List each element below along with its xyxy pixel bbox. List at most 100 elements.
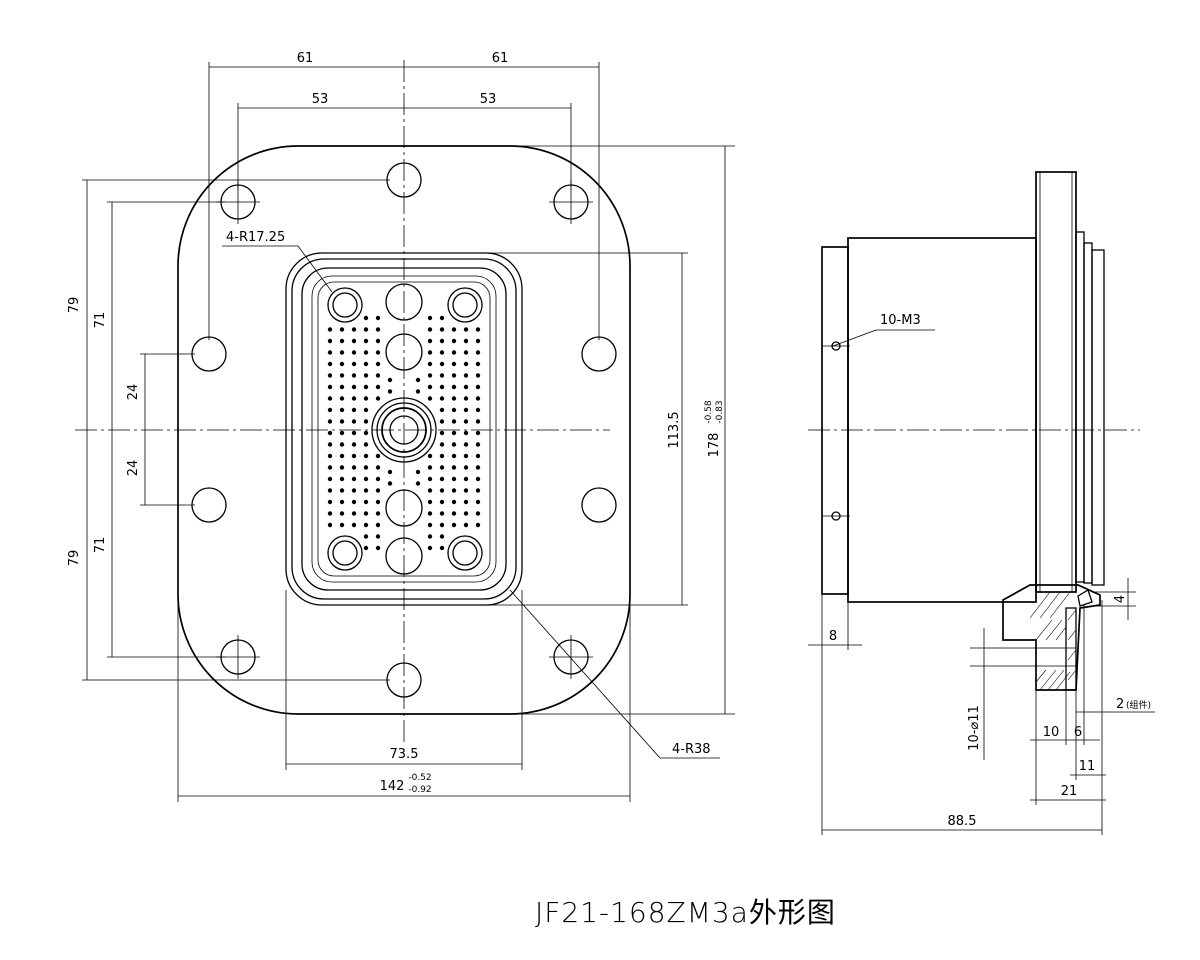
signal-contact [451,350,457,355]
front-step-3 [1091,249,1105,586]
signal-contact [427,465,433,470]
signal-contact [475,327,481,332]
signal-contact [427,488,433,493]
dim-6: 6 [1074,725,1082,740]
signal-contact [327,499,333,505]
signal-contact [339,488,345,493]
dim-2: 2 [1116,697,1124,712]
signal-contact [363,453,369,459]
signal-contact [451,327,457,332]
signal-contact [339,476,345,482]
signal-contact [363,327,369,332]
signal-contact [439,407,445,413]
signal-contact [451,407,457,413]
signal-contact [451,442,457,447]
signal-contact [475,488,481,493]
dim-21: 21 [1061,784,1078,799]
signal-contact [439,384,445,390]
dim-79-lower: 79 [67,550,82,567]
signal-contact [451,338,457,344]
mount-hole [191,487,227,523]
signal-contact [427,522,433,528]
signal-contact [351,327,357,332]
signal-contact [363,373,369,378]
signal-contact [475,338,481,344]
signal-contact [451,465,457,470]
signal-contact [427,476,433,482]
signal-contact [375,361,381,367]
signal-contact [427,361,433,367]
insert-outline-4 [311,275,497,583]
signal-contact [363,499,369,505]
signal-contact [351,453,357,459]
signal-contact [363,338,369,344]
signal-contact [327,442,333,447]
signal-contact [463,511,469,516]
mount-hole [581,336,617,372]
signal-contact [463,350,469,355]
dim-142-tol-upper: -0.52 [408,773,431,783]
signal-contact [339,407,345,413]
signal-contact [351,373,357,378]
signal-contact [451,488,457,493]
section-detail [1002,584,1101,691]
signal-contact [439,327,445,332]
dim-73-5: 73.5 [390,747,419,762]
signal-contact [339,396,345,401]
signal-contact [463,396,469,401]
signal-contact [463,476,469,482]
signal-contact [451,419,457,424]
signal-contact [363,442,369,447]
signal-contact [451,476,457,482]
front-view: 61 61 53 53 79 71 24 24 71 79 [67,51,735,802]
dim-61-left: 61 [297,51,314,66]
signal-contact [375,327,381,332]
signal-contact [387,469,393,475]
signal-contact [327,384,333,390]
signal-contact [427,350,433,355]
signal-contact [351,511,357,516]
signal-contact [351,442,357,447]
signal-contact [351,499,357,505]
signal-contact [363,407,369,413]
signal-contact [363,350,369,355]
signal-contact [375,465,381,470]
signal-contact [351,430,357,436]
signal-contact [463,442,469,447]
signal-contact [475,511,481,516]
insert-outline-2 [291,258,517,600]
dim-8: 8 [829,629,837,644]
signal-contact [339,430,345,436]
signal-contact [475,499,481,505]
dim-53-left: 53 [312,92,329,107]
signal-contact [439,534,445,539]
dim-113-5: 113.5 [667,411,682,448]
signal-contact [375,453,381,459]
signal-contact [475,453,481,459]
insert-outline-5 [317,281,491,577]
rear-lip [821,246,849,595]
signal-contact [463,407,469,413]
dim-24-upper: 24 [126,384,141,401]
signal-contact [363,465,369,470]
signal-contact [327,327,333,332]
signal-contact [451,511,457,516]
signal-contact [463,522,469,528]
signal-contact [451,453,457,459]
dim-71-lower: 71 [93,537,108,554]
signal-contact [463,499,469,505]
signal-contact [327,373,333,378]
signal-contact [427,453,433,459]
drawing-title: JF21-168ZM3a外形图 [535,896,836,929]
signal-contact [375,488,381,493]
signal-contact [339,465,345,470]
signal-contact [351,419,357,424]
dim-142-tol-lower: -0.92 [408,785,431,795]
signal-contact [475,373,481,378]
signal-contact [375,396,381,401]
signal-contact [463,384,469,390]
signal-contact [351,361,357,367]
signal-contact [327,396,333,401]
signal-contact [427,315,433,321]
